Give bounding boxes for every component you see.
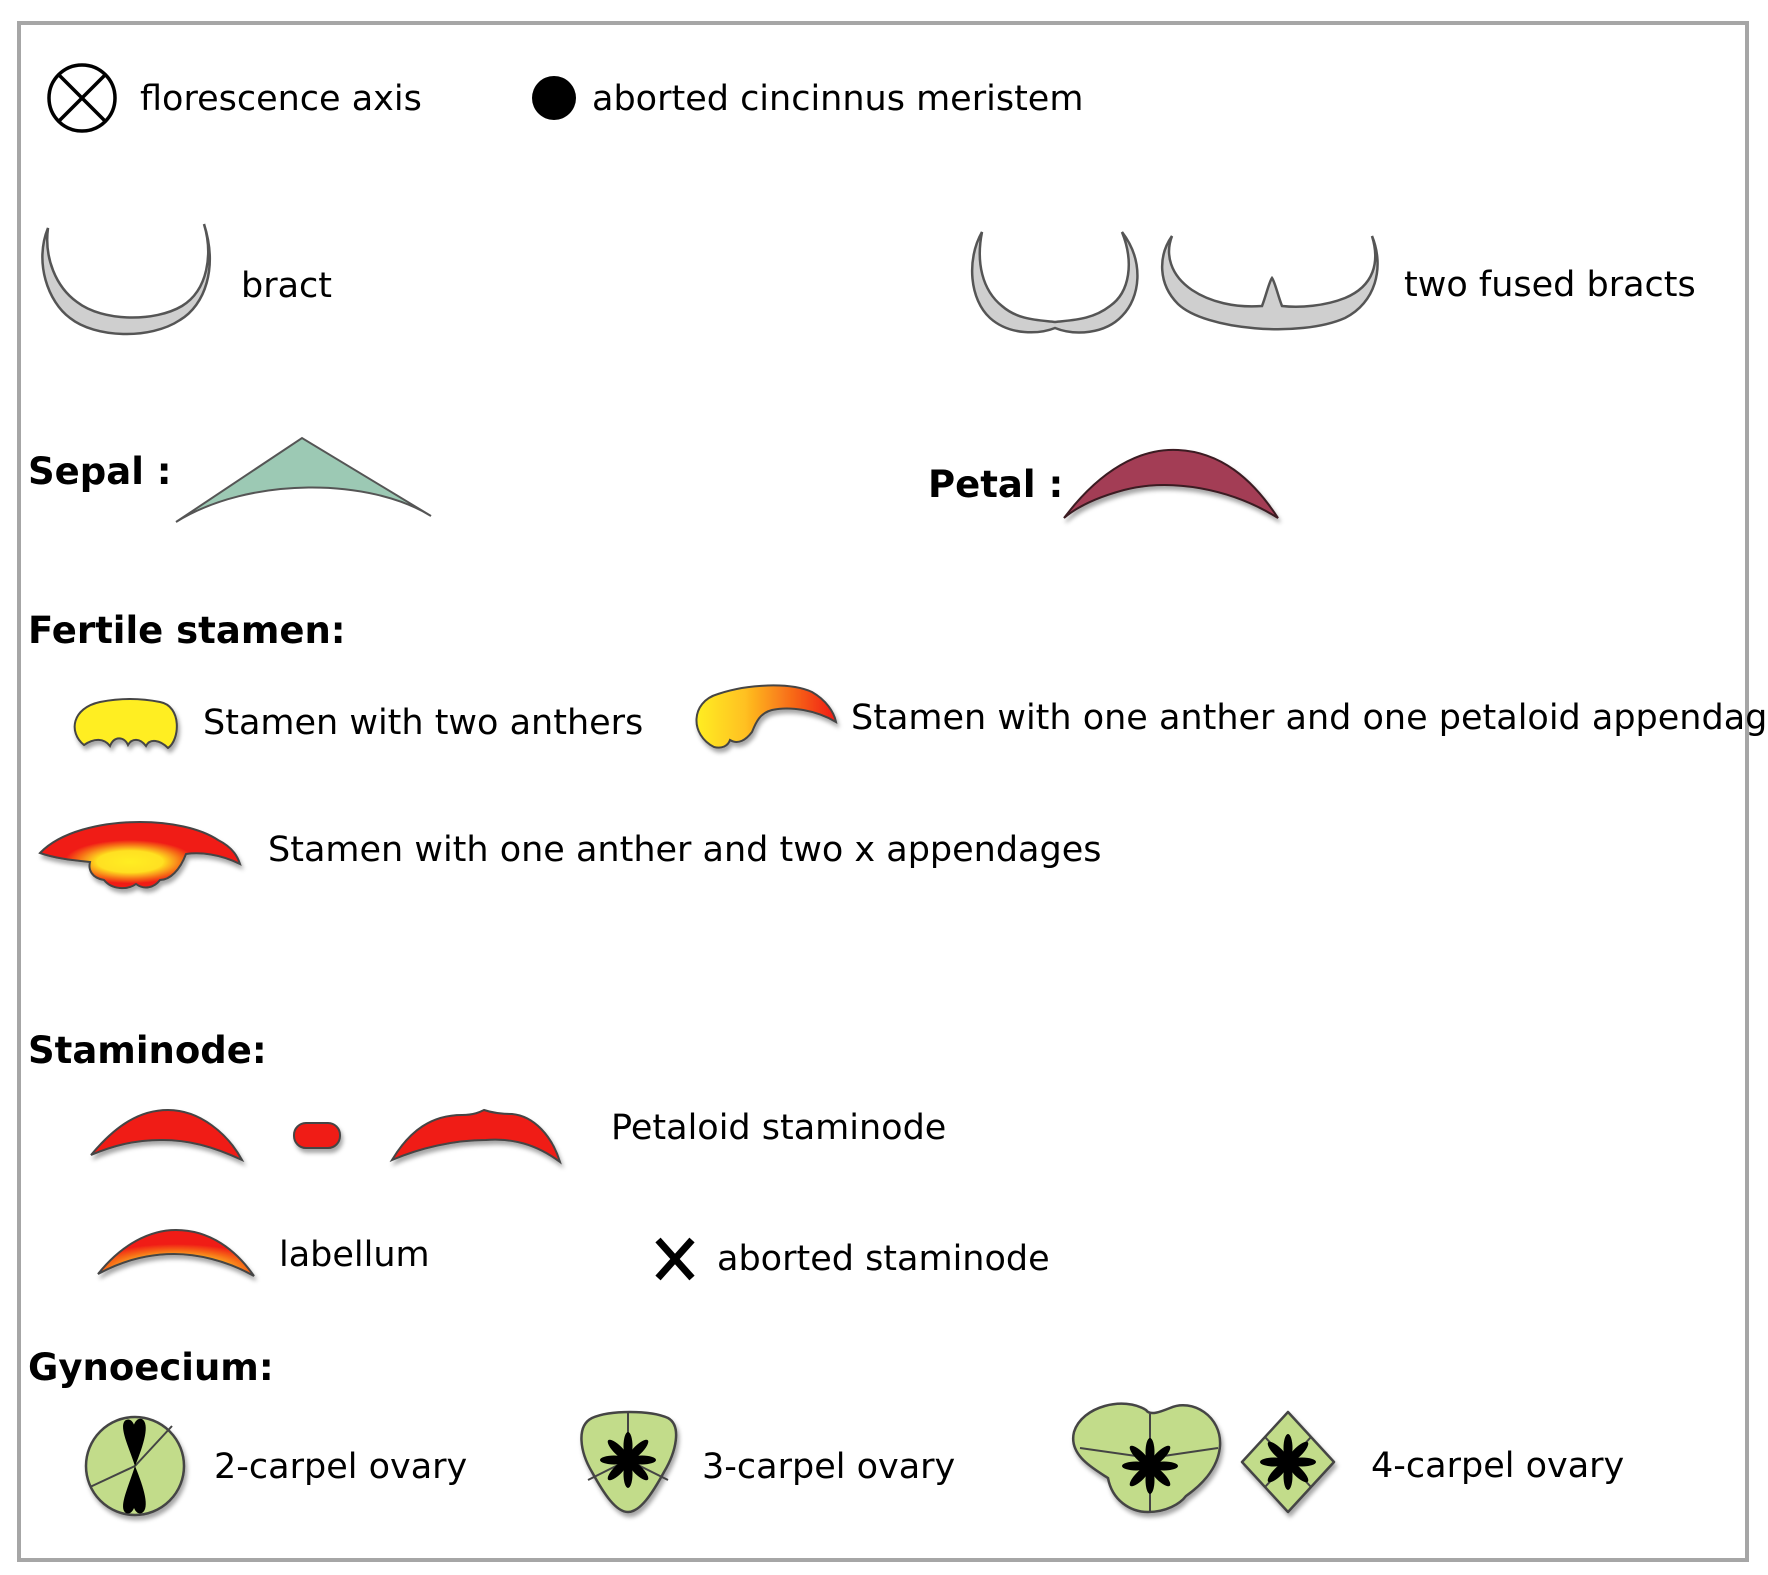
stamen-one-anther-two-appendages-icon: [38, 820, 242, 890]
bract-icon: [41, 223, 211, 336]
stamen-two-anthers-icon: [73, 698, 178, 750]
petaloid-staminode-label: Petaloid staminode: [611, 1108, 946, 1148]
two-fused-bracts-icon: [970, 231, 1379, 334]
labellum-icon: [97, 1228, 255, 1277]
florescence-axis-icon: [47, 63, 117, 133]
four-carpel-ovary-icon: [1071, 1402, 1336, 1514]
two-carpel-ovary-icon: [84, 1415, 186, 1517]
aborted-meristem-icon: [532, 76, 576, 120]
petal-header: Petal :: [928, 463, 1063, 506]
stamen-one-anther-two-appendages-label: Stamen with one anther and two x appenda…: [268, 830, 1102, 870]
bract-label: bract: [241, 266, 332, 306]
three-carpel-ovary-label: 3-carpel ovary: [702, 1447, 955, 1487]
stamen-two-anthers-label: Stamen with two anthers: [203, 703, 643, 743]
fertile-stamen-header: Fertile stamen:: [28, 609, 346, 652]
florescence-axis-label: florescence axis: [140, 79, 422, 119]
sepal-header: Sepal :: [28, 450, 172, 493]
stamen-one-anther-one-appendage-label: Stamen with one anther and one petaloid …: [851, 698, 1768, 738]
labellum-label: labellum: [279, 1235, 430, 1275]
aborted-staminode-label: aborted staminode: [717, 1239, 1050, 1279]
gynoecium-header: Gynoecium:: [28, 1346, 274, 1389]
four-carpel-ovary-label: 4-carpel ovary: [1371, 1446, 1624, 1486]
aborted-meristem-label: aborted cincinnus meristem: [592, 79, 1083, 119]
three-carpel-ovary-icon: [580, 1410, 678, 1514]
staminode-header: Staminode:: [28, 1029, 267, 1072]
aborted-staminode-icon: [655, 1237, 695, 1281]
two-fused-bracts-label: two fused bracts: [1404, 265, 1696, 305]
legend-frame: [17, 21, 1749, 1562]
sepal-icon: [175, 436, 432, 523]
two-carpel-ovary-label: 2-carpel ovary: [214, 1447, 467, 1487]
stamen-one-anther-one-appendage-icon: [695, 684, 838, 749]
petal-icon: [1063, 448, 1279, 519]
petaloid-staminode-icons: [90, 1108, 562, 1165]
